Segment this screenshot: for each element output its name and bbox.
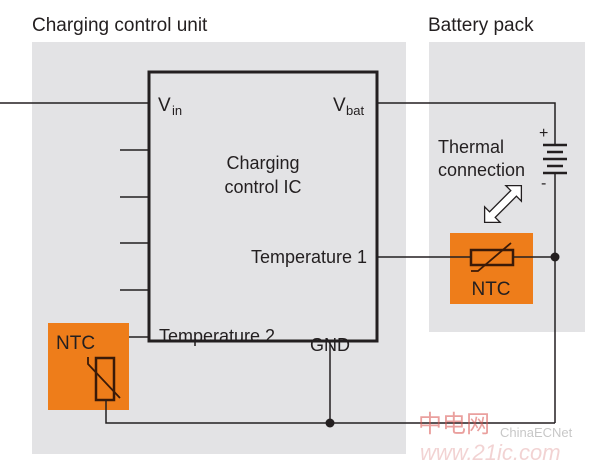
watermark-en: ChinaECNet <box>500 425 573 440</box>
temperature-2-pin-label: Temperature 2 <box>159 326 275 346</box>
charging-control-unit-title: Charging control unit <box>32 15 208 36</box>
battery-pack-title: Battery pack <box>428 15 534 36</box>
vbat-wire <box>377 102 556 145</box>
ntc-pack-label: NTC <box>471 279 510 300</box>
vin-pin-subscript: in <box>172 103 182 118</box>
ntc-unit-box <box>48 323 129 410</box>
ic-title-line1: Charging <box>226 153 299 173</box>
junction-dot <box>550 252 560 262</box>
thermal-connection-label-line1: Thermal <box>438 137 504 157</box>
battery-plus-sign: + <box>539 125 548 142</box>
thermal-connection-label-line2: connection <box>438 160 525 180</box>
charging-control-ic <box>147 70 379 343</box>
ic-title-line2: control IC <box>224 177 301 197</box>
watermark-cn: 中电网 <box>418 411 490 438</box>
vbat-pin-label: V <box>333 95 346 116</box>
vbat-pin-subscript: bat <box>346 103 364 118</box>
junction-dot <box>325 418 335 428</box>
ntc-unit-variable-slash <box>87 357 121 399</box>
ntc-pack-variable-slash <box>471 242 512 272</box>
ntc-pack-box <box>450 233 533 304</box>
battery-minus-sign: - <box>541 175 546 192</box>
ntc-unit-wire-bottom <box>105 400 555 424</box>
watermark: 中电网 ChinaECNet www.21ic.com <box>418 411 573 465</box>
thermal-connection-arrow-icon <box>483 184 523 224</box>
temperature-1-pin-label: Temperature 1 <box>251 247 367 267</box>
ntc-unit-resistor-icon <box>94 356 116 402</box>
ntc-unit-label: NTC <box>56 333 95 354</box>
vin-pin-label: V <box>158 95 171 116</box>
watermark-url: www.21ic.com <box>420 440 561 465</box>
